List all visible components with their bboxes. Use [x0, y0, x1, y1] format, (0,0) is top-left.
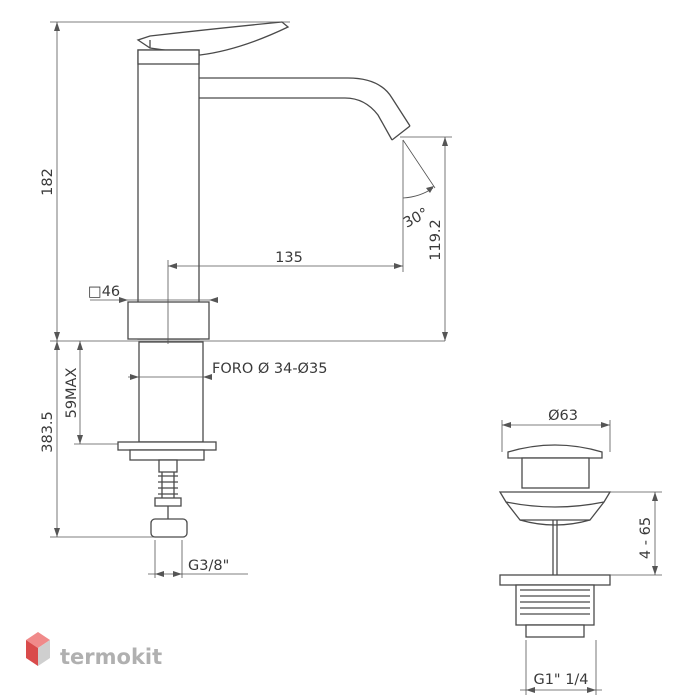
waste-cap — [507, 444, 603, 459]
dim-max-thickness: 59MAX — [64, 368, 80, 419]
waste-flange — [498, 491, 612, 508]
dim-spout-height: 119.2 — [428, 219, 444, 261]
waste-valve — [498, 444, 612, 638]
mounting-plate — [117, 441, 217, 451]
mounting-shank — [138, 341, 204, 443]
dim-waste-range: 4 - 65 — [638, 517, 654, 559]
waste-dimension-lines — [501, 420, 662, 695]
dim-waste-thread: G1" 1/4 — [533, 672, 588, 688]
base-ring — [127, 301, 210, 340]
dim-hose-length: 383.5 — [40, 411, 56, 453]
waste-body — [515, 584, 595, 626]
brand-name: termokit — [60, 645, 162, 669]
dim-spout-angle: 30° — [401, 205, 431, 231]
dimension-lines — [50, 21, 452, 578]
dim-hose-thread: G3/8" — [188, 558, 229, 574]
waste-nut — [499, 574, 611, 586]
hose-fitting — [158, 472, 178, 498]
dim-total-height: 182 — [40, 168, 56, 196]
body-column — [137, 49, 200, 340]
dim-waste-diameter: Ø63 — [548, 408, 578, 424]
termokit-logo: termokit — [26, 632, 162, 669]
under-counter-parts — [117, 341, 217, 538]
termokit-cube-icon — [26, 632, 50, 666]
spout-top — [199, 77, 411, 127]
dim-spout-reach: 135 — [275, 250, 303, 266]
faucet-body — [127, 21, 411, 340]
spout-bottom — [199, 97, 393, 141]
dim-base-square: □46 — [88, 284, 120, 300]
dim-foro: FORO Ø 34-Ø35 — [212, 361, 327, 377]
